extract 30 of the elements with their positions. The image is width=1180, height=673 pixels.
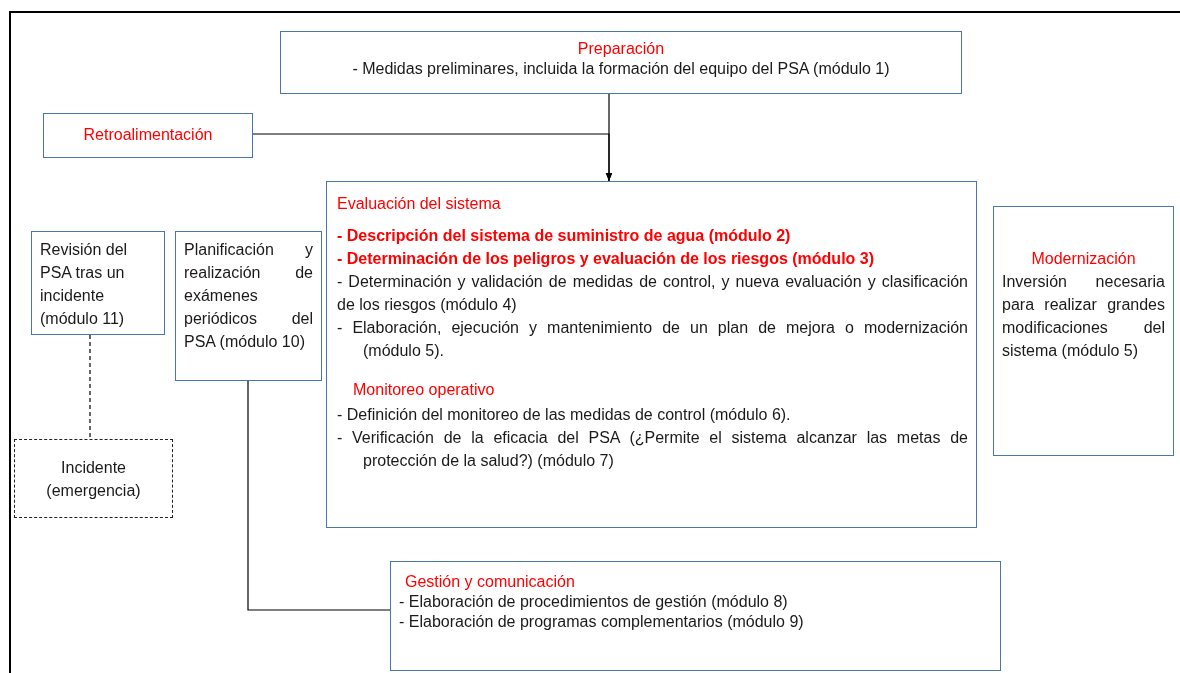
connector-line [247,380,391,611]
box-text: - Verificación de la eficacia del PSA (¿Permite el sistema alcanzar las metas de protección de la salud?) (módulo 7) [337,428,968,471]
arrow [252,133,613,182]
box-heading: Retroalimentación [82,125,214,145]
box-heading: Evaluación del sistema [337,194,502,214]
box-text: - Elaboración de procedimientos de gestión (módulo 8) [399,592,789,612]
box-heading: Modernización [1030,249,1137,269]
event-box [14,439,173,518]
box-heading: - Descripción del sistema de suministro de agua (módulo 2) [337,226,792,246]
box-heading: Gestión y comunicación [405,572,576,592]
box-text: - Medidas preliminares, incluida la formación del equipo del PSA (módulo 1) [351,59,891,79]
box-heading: Preparación [576,39,666,59]
process-box [390,561,1001,671]
box-text: Incidente (emergencia) [45,458,142,501]
box-text: Planificación y realización de exámenes periódicos del PSA (módulo 10) [184,240,313,352]
process-box [175,231,322,381]
process-box [326,181,977,528]
process-box [31,231,165,335]
box-text: - Elaboración, ejecución y mantenimiento de un plan de mejora o modernización (módulo 5). [337,318,968,361]
box-text: - Elaboración de programas complementarios (módulo 9) [399,612,805,632]
box-text: - Definición del monitoreo de las medidas de control (módulo 6). [337,405,792,425]
box-text: - Determinación y validación de medidas de control, y nueva evaluación y clasificación de los riesgos (módulo 4) [337,272,968,315]
process-box [280,31,962,94]
box-text: Inversión necesaria para realizar grandes modificaciones del sistema (módulo 5) [1002,272,1165,361]
box-heading: Monitoreo operativo [353,380,496,400]
process-box [993,206,1174,456]
connector-line [89,334,91,440]
box-heading: - Determinación de los peligros y evaluación de los riesgos (módulo 3) [337,249,875,269]
box-text: Revisión del PSA tras un incidente (módulo 11) [40,240,129,329]
process-box [43,113,253,158]
